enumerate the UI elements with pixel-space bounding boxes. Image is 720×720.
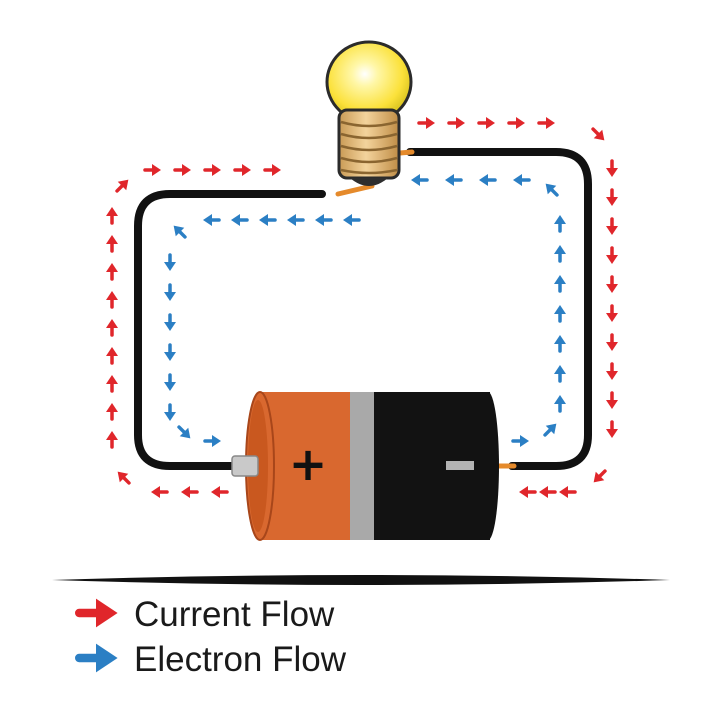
current-arrow <box>507 117 525 129</box>
current-arrow <box>117 471 131 485</box>
electron-arrow <box>554 245 566 263</box>
current-arrow <box>606 362 618 380</box>
electron-arrow <box>287 214 305 226</box>
current-arrow <box>173 164 191 176</box>
bulb-thread-lines <box>340 120 398 175</box>
current-arrow <box>559 486 577 498</box>
electron-arrow <box>173 225 187 239</box>
current-arrow <box>417 117 435 129</box>
current-arrow <box>106 403 118 421</box>
current-arrow <box>477 117 495 129</box>
electron-arrow <box>164 313 176 331</box>
current-arrow <box>203 164 221 176</box>
current-arrow <box>593 469 607 483</box>
ground-shadow <box>52 575 670 585</box>
current-arrow <box>115 179 129 193</box>
electron-arrow <box>543 423 557 437</box>
current-flow-arrows <box>106 117 618 498</box>
electron-flow-arrows <box>164 174 566 447</box>
current-arrow <box>106 235 118 253</box>
electron-arrow <box>554 395 566 413</box>
electron-arrow <box>231 214 249 226</box>
current-arrow <box>106 319 118 337</box>
current-arrow <box>519 486 537 498</box>
battery-terminal <box>231 455 259 477</box>
current-arrow <box>211 486 229 498</box>
current-arrow <box>233 164 251 176</box>
current-arrow <box>606 333 618 351</box>
light-bulb <box>325 40 413 186</box>
legend: Current Flow Electron Flow <box>74 595 347 679</box>
electron-arrow <box>554 335 566 353</box>
electron-arrow <box>177 425 191 439</box>
current-arrow <box>606 188 618 206</box>
bulb-lead-left <box>335 183 375 197</box>
electron-arrow <box>203 214 221 226</box>
current-arrow <box>606 275 618 293</box>
electron-arrow <box>411 174 429 186</box>
electron-arrow <box>164 403 176 421</box>
legend-current-arrow-icon <box>74 598 118 628</box>
current-arrow <box>106 431 118 449</box>
current-arrow <box>181 486 199 498</box>
bulb-tip <box>350 178 388 186</box>
right-wire <box>406 148 592 470</box>
battery: + <box>231 391 499 541</box>
bulb-lead-right <box>397 149 415 156</box>
battery-positive-symbol: + <box>289 437 328 491</box>
electron-arrow <box>554 275 566 293</box>
current-arrow <box>447 117 465 129</box>
current-arrow <box>606 304 618 322</box>
current-arrow <box>143 164 161 176</box>
current-arrow <box>606 217 618 235</box>
electron-arrow <box>164 343 176 361</box>
electron-arrow <box>513 174 531 186</box>
electron-arrow <box>445 174 463 186</box>
electron-arrow <box>203 435 221 447</box>
electron-arrow <box>554 215 566 233</box>
current-arrow <box>263 164 281 176</box>
current-arrow <box>106 347 118 365</box>
electron-arrow <box>479 174 497 186</box>
current-arrow <box>151 486 169 498</box>
electron-arrow <box>164 373 176 391</box>
current-arrow <box>606 246 618 264</box>
current-arrow <box>106 375 118 393</box>
electron-arrow <box>164 283 176 301</box>
current-arrow <box>606 391 618 409</box>
legend-electron-arrow <box>74 643 118 673</box>
current-arrow <box>539 486 557 498</box>
current-arrow <box>106 207 118 225</box>
current-arrow <box>106 291 118 309</box>
current-arrow <box>591 127 605 141</box>
current-arrow <box>537 117 555 129</box>
current-arrow <box>106 263 118 281</box>
bulb-base <box>337 108 401 180</box>
electron-arrow <box>164 253 176 271</box>
electron-arrow <box>315 214 333 226</box>
legend-current-label: Current Flow <box>134 595 335 634</box>
battery-negative-end <box>477 392 499 540</box>
battery-negative-symbol <box>446 461 474 470</box>
left-wire <box>134 190 326 470</box>
legend-electron-label: Electron Flow <box>134 640 347 679</box>
electron-arrow <box>545 183 559 197</box>
current-arrow <box>606 420 618 438</box>
electron-arrow <box>511 435 529 447</box>
electron-arrow <box>554 365 566 383</box>
electron-arrow <box>343 214 361 226</box>
legend-current-arrow <box>74 598 118 628</box>
electron-arrow <box>554 305 566 323</box>
electron-arrow <box>259 214 277 226</box>
legend-electron-arrow-icon <box>74 643 118 673</box>
current-arrow <box>606 159 618 177</box>
